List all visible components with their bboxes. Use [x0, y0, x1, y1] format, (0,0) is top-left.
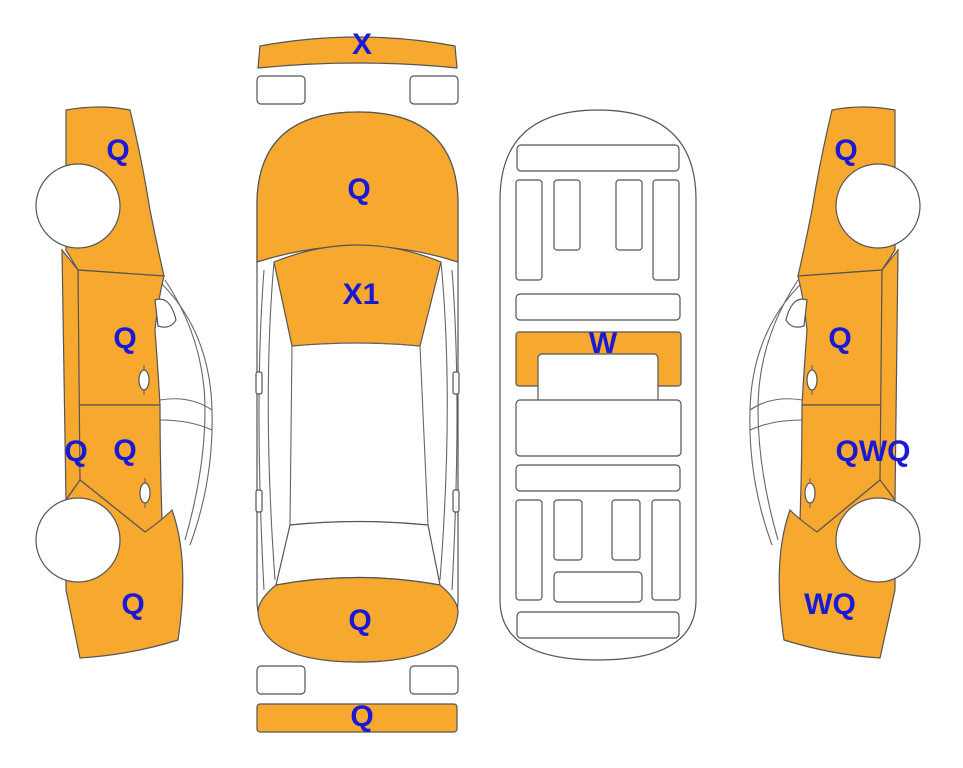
floor-center-label: W — [589, 327, 618, 360]
left-front-fender-label: Q — [106, 134, 129, 167]
under-front-left-rail — [515, 179, 543, 281]
under-rear-left-rail — [515, 499, 543, 601]
rear-bumper-panel[interactable] — [256, 703, 458, 733]
right-side-glass — [439, 261, 448, 581]
right-front-door-label: Q — [828, 322, 851, 355]
left-roof-line — [164, 279, 206, 541]
left-quarter-window — [154, 298, 177, 328]
hood-label: Q — [347, 173, 370, 206]
rear-window — [275, 520, 441, 586]
under-rear-right-rail — [651, 499, 681, 601]
right-headlight — [409, 75, 459, 105]
right-mirror — [452, 371, 460, 395]
right-rear-quarter-label: WQ — [804, 588, 856, 621]
left-mirror — [255, 371, 263, 395]
right-front-wheel — [835, 163, 921, 249]
left-rear-wheel — [35, 497, 121, 583]
front-bumper-label: X — [352, 28, 372, 61]
right-roof-line — [757, 279, 799, 541]
underside-view: W — [499, 109, 697, 661]
left-front-door-handle — [138, 365, 150, 395]
right-glass-line — [749, 398, 803, 411]
left-glass-line-2 — [159, 419, 213, 431]
left-rear-mirror — [255, 489, 263, 513]
left-side-glass — [267, 261, 276, 581]
left-rear-quarter-label: Q — [121, 588, 144, 621]
right-front-fender-label: Q — [834, 134, 857, 167]
right-glass-line-2 — [749, 419, 803, 431]
right-rear-mirror — [452, 489, 460, 513]
left-side-view: Q Q Q Q Q — [35, 106, 213, 659]
right-rear-door-label: QWQ — [836, 435, 911, 468]
under-tank — [553, 571, 643, 603]
right-quarter-window — [785, 298, 808, 328]
front-bumper-panel[interactable] — [257, 36, 458, 69]
right-side-view: Q Q QWQ WQ — [749, 106, 921, 659]
left-rear-door-label: Q — [113, 434, 136, 467]
right-taillight — [409, 665, 459, 695]
under-rear-left-inner — [553, 499, 583, 561]
under-front-bar — [516, 144, 680, 172]
left-rocker-label: Q — [64, 435, 87, 468]
rear-bumper-label: Q — [350, 700, 373, 733]
right-front-door-panel[interactable] — [797, 269, 883, 406]
under-front-right-rail — [652, 179, 680, 281]
right-body-line — [451, 269, 458, 591]
left-headlight — [256, 75, 306, 105]
under-rear-bar — [515, 464, 681, 492]
windshield-label: X1 — [343, 278, 380, 311]
right-front-door-handle — [806, 365, 818, 395]
trunk-panel[interactable] — [257, 576, 459, 663]
left-glass-line — [159, 398, 213, 411]
under-front-right-inner — [615, 179, 643, 251]
under-mid-frame — [515, 399, 682, 457]
left-front-door-label: Q — [113, 322, 136, 355]
under-front-left-inner — [553, 179, 581, 251]
right-rear-wheel — [835, 497, 921, 583]
under-rear-right-inner — [611, 499, 641, 561]
left-body-line — [258, 269, 265, 591]
left-rear-door-handle — [139, 478, 151, 508]
left-taillight — [256, 665, 306, 695]
right-rear-door-handle — [804, 478, 816, 508]
under-rear-end-bar — [516, 611, 680, 639]
top-view: X Q X1 Q Q — [255, 28, 460, 733]
under-cross-member — [515, 293, 681, 321]
trunk-label: Q — [348, 604, 371, 637]
left-front-wheel — [35, 163, 121, 249]
